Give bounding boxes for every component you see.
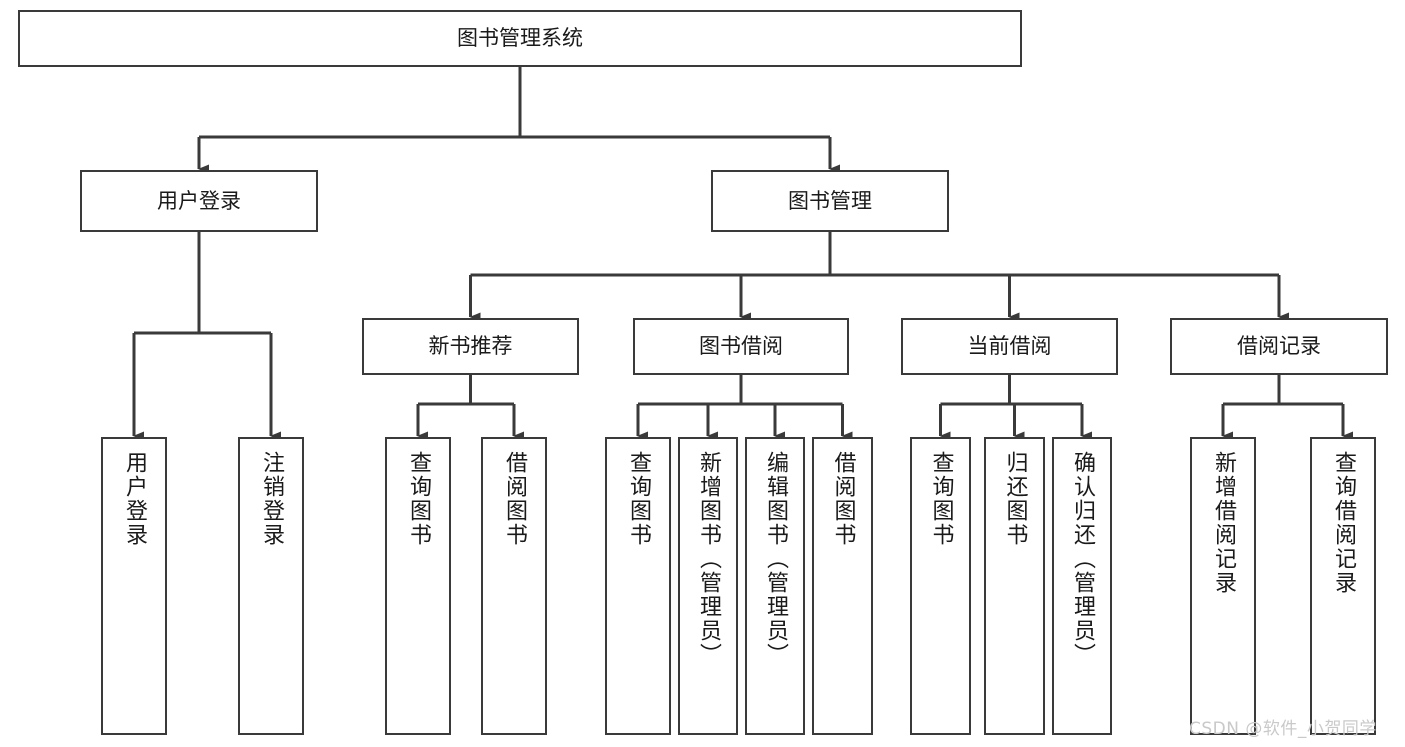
node-label: 归还图书 bbox=[1002, 451, 1028, 547]
node-label: 当前借阅 bbox=[967, 334, 1052, 359]
node-label: 用户登录 bbox=[122, 451, 147, 547]
node-leaf-4[interactable]: 借阅图书 bbox=[481, 437, 547, 735]
node-login[interactable]: 用户登录 bbox=[80, 170, 318, 232]
node-leaf-12[interactable]: 新增借阅记录 bbox=[1190, 437, 1256, 735]
node-label: 查询图书 bbox=[406, 451, 431, 547]
node-label: 新增图书（管理员） bbox=[696, 451, 721, 667]
node-label: 查询图书 bbox=[626, 451, 651, 547]
node-label: 图书借阅 bbox=[699, 334, 783, 359]
node-label: 图书管理系统 bbox=[457, 26, 583, 51]
edge-group bbox=[132, 67, 1353, 441]
node-leaf-7[interactable]: 编辑图书（管理员） bbox=[745, 437, 805, 735]
node-label: 新增借阅记录 bbox=[1211, 451, 1236, 595]
node-leaf-1[interactable]: 用户登录 bbox=[101, 437, 167, 735]
node-leaf-6[interactable]: 新增图书（管理员） bbox=[678, 437, 738, 735]
node-label: 编辑图书（管理员） bbox=[763, 451, 788, 667]
node-label: 注销登录 bbox=[259, 451, 284, 547]
node-label: 查询借阅记录 bbox=[1331, 451, 1356, 595]
node-newbook[interactable]: 新书推荐 bbox=[362, 318, 579, 375]
node-leaf-10[interactable]: 归还图书 bbox=[984, 437, 1045, 735]
node-label: 图书管理 bbox=[788, 188, 872, 213]
node-label: 借阅图书 bbox=[502, 451, 527, 547]
node-bookmgmt[interactable]: 图书管理 bbox=[711, 170, 949, 232]
node-leaf-2[interactable]: 注销登录 bbox=[238, 437, 304, 735]
node-label: 借阅图书 bbox=[830, 451, 856, 547]
node-label: 用户登录 bbox=[157, 188, 241, 213]
node-label: 查询图书 bbox=[928, 451, 954, 547]
node-records[interactable]: 借阅记录 bbox=[1170, 318, 1388, 375]
node-label: 新书推荐 bbox=[428, 334, 513, 359]
csdn-watermark: CSDN @软件_小贺同学 bbox=[1189, 719, 1377, 739]
node-leaf-11[interactable]: 确认归还（管理员） bbox=[1052, 437, 1112, 735]
node-borrow[interactable]: 图书借阅 bbox=[633, 318, 849, 375]
node-leaf-3[interactable]: 查询图书 bbox=[385, 437, 451, 735]
node-label: 借阅记录 bbox=[1237, 334, 1321, 359]
node-leaf-13[interactable]: 查询借阅记录 bbox=[1310, 437, 1376, 735]
node-current[interactable]: 当前借阅 bbox=[901, 318, 1118, 375]
node-leaf-8[interactable]: 借阅图书 bbox=[812, 437, 873, 735]
node-label: 确认归还（管理员） bbox=[1070, 451, 1095, 667]
node-leaf-9[interactable]: 查询图书 bbox=[910, 437, 971, 735]
node-leaf-5[interactable]: 查询图书 bbox=[605, 437, 671, 735]
node-root[interactable]: 图书管理系统 bbox=[18, 10, 1022, 67]
